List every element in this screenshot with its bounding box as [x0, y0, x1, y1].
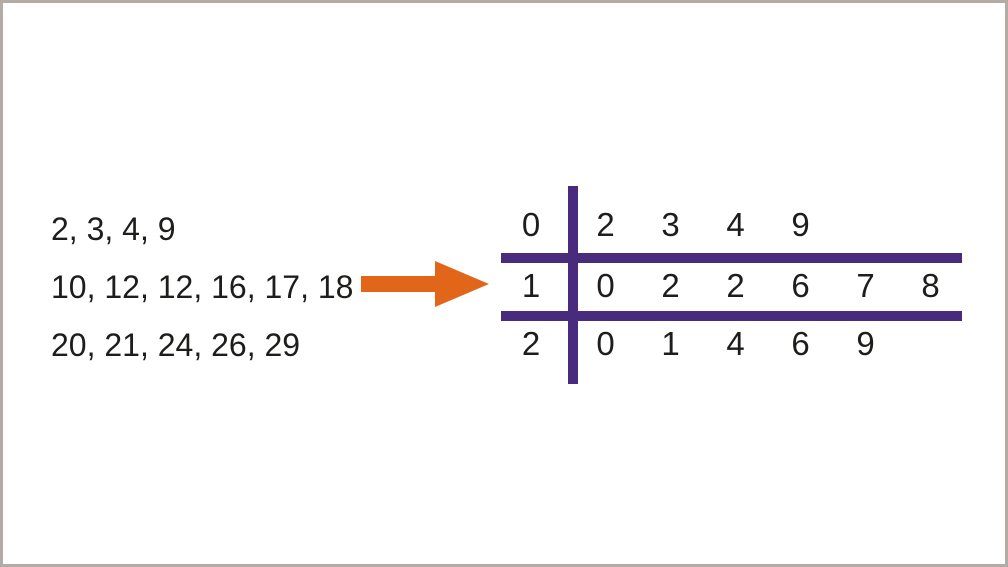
leaf-value: 2 — [661, 267, 680, 304]
stem-value: 2 — [521, 325, 541, 362]
leaf-values: 0 2 2 6 7 8 — [573, 257, 963, 315]
leaf-value: 3 — [661, 206, 680, 243]
stem-value: 1 — [521, 267, 541, 304]
leaf-value: 0 — [596, 267, 615, 304]
leaf-values: 0 1 4 6 9 — [573, 315, 898, 373]
leaf-value: 7 — [856, 267, 875, 304]
stem-leaf-row: 2 0 1 4 6 9 — [501, 315, 898, 373]
arrow-head — [435, 261, 489, 307]
arrow-shaft — [361, 276, 437, 292]
leaf-value: 1 — [661, 325, 680, 362]
right-arrow-icon — [361, 261, 489, 307]
leaf-value: 0 — [596, 325, 615, 362]
raw-line-2: 10, 12, 12, 16, 17, 18 — [51, 269, 354, 305]
leaf-value: 9 — [791, 206, 810, 243]
leaf-value: 9 — [856, 325, 875, 362]
raw-number-list: 2, 3, 4, 9 10, 12, 12, 16, 17, 18 20, 21… — [51, 200, 353, 374]
raw-line-3: 20, 21, 24, 26, 29 — [51, 327, 301, 363]
row-separator-line-1 — [501, 253, 962, 263]
row-separator-line-2 — [501, 311, 962, 321]
stem-leaf-row: 0 2 3 4 9 — [501, 196, 833, 254]
leaf-value: 6 — [791, 267, 810, 304]
stem-divider-line — [568, 186, 578, 384]
leaf-value: 4 — [726, 206, 745, 243]
leaf-value: 6 — [791, 325, 810, 362]
stem-leaf-row: 1 0 2 2 6 7 8 — [501, 257, 963, 315]
leaf-value: 4 — [726, 325, 745, 362]
leaf-value: 2 — [596, 206, 615, 243]
raw-line-1: 2, 3, 4, 9 — [51, 211, 176, 247]
leaf-values: 2 3 4 9 — [573, 196, 833, 254]
stem-value: 0 — [521, 206, 541, 243]
leaf-value: 2 — [726, 267, 745, 304]
leaf-value: 8 — [921, 267, 940, 304]
